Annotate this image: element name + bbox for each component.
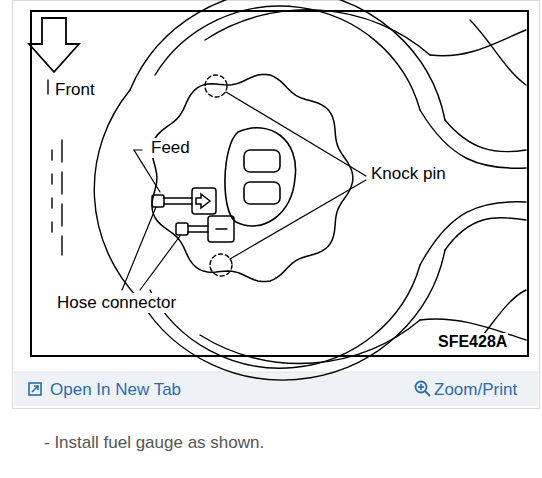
terminal-block <box>244 150 280 172</box>
pump-flange <box>152 74 353 281</box>
leader-line <box>230 180 366 259</box>
link-text: Zoom/Print <box>434 380 517 400</box>
link-text: Open In New Tab <box>50 380 181 400</box>
new-tab-icon <box>29 383 41 395</box>
leader-line <box>122 207 156 290</box>
hose-connector-feed <box>152 188 216 214</box>
front-tick <box>47 80 48 94</box>
toolbar-rule <box>14 372 538 373</box>
figure-frame <box>13 1 540 409</box>
front-arrow <box>29 18 79 72</box>
sender-housing <box>225 128 296 226</box>
knock-pin <box>210 254 232 276</box>
part-label: Hose connector <box>56 293 177 313</box>
leader-line <box>226 92 366 176</box>
tank-drawing <box>29 0 526 380</box>
part-label: Feed <box>150 138 191 158</box>
terminal-block <box>244 182 280 204</box>
hose-connector-return <box>176 216 234 242</box>
leader-line <box>140 236 180 290</box>
zoom-icon <box>416 382 431 397</box>
direction-label: Front <box>54 80 96 100</box>
toolbar <box>14 372 538 406</box>
part-label: Knock pin <box>370 164 447 184</box>
knock-pin <box>205 75 227 97</box>
figure-code: SFE428A <box>437 333 508 351</box>
diagram-border <box>31 11 528 356</box>
caption-text: - Install fuel gauge as shown. <box>44 433 264 453</box>
